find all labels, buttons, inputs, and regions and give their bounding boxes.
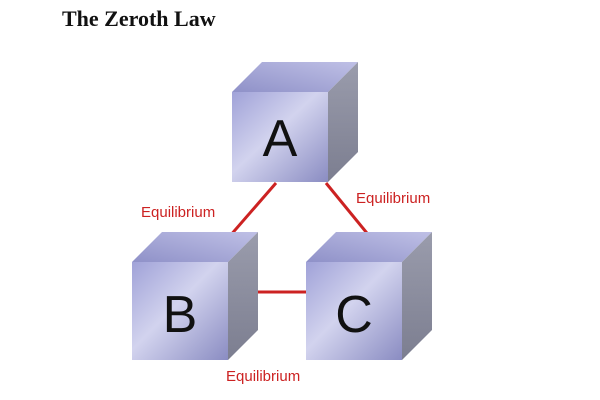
page-title: The Zeroth Law: [62, 6, 216, 31]
cube-a: A: [232, 62, 358, 182]
equilibrium-label-a-c: Equilibrium: [356, 190, 430, 207]
cube-a-label: A: [263, 110, 298, 168]
equilibrium-label-b-c: Equilibrium: [226, 368, 300, 385]
cube-c-label: C: [335, 286, 373, 344]
equilibrium-label-a-b: Equilibrium: [141, 204, 215, 221]
cube-b-label: B: [163, 286, 198, 344]
cube-c: C: [306, 232, 432, 360]
cube-b: B: [132, 232, 258, 360]
